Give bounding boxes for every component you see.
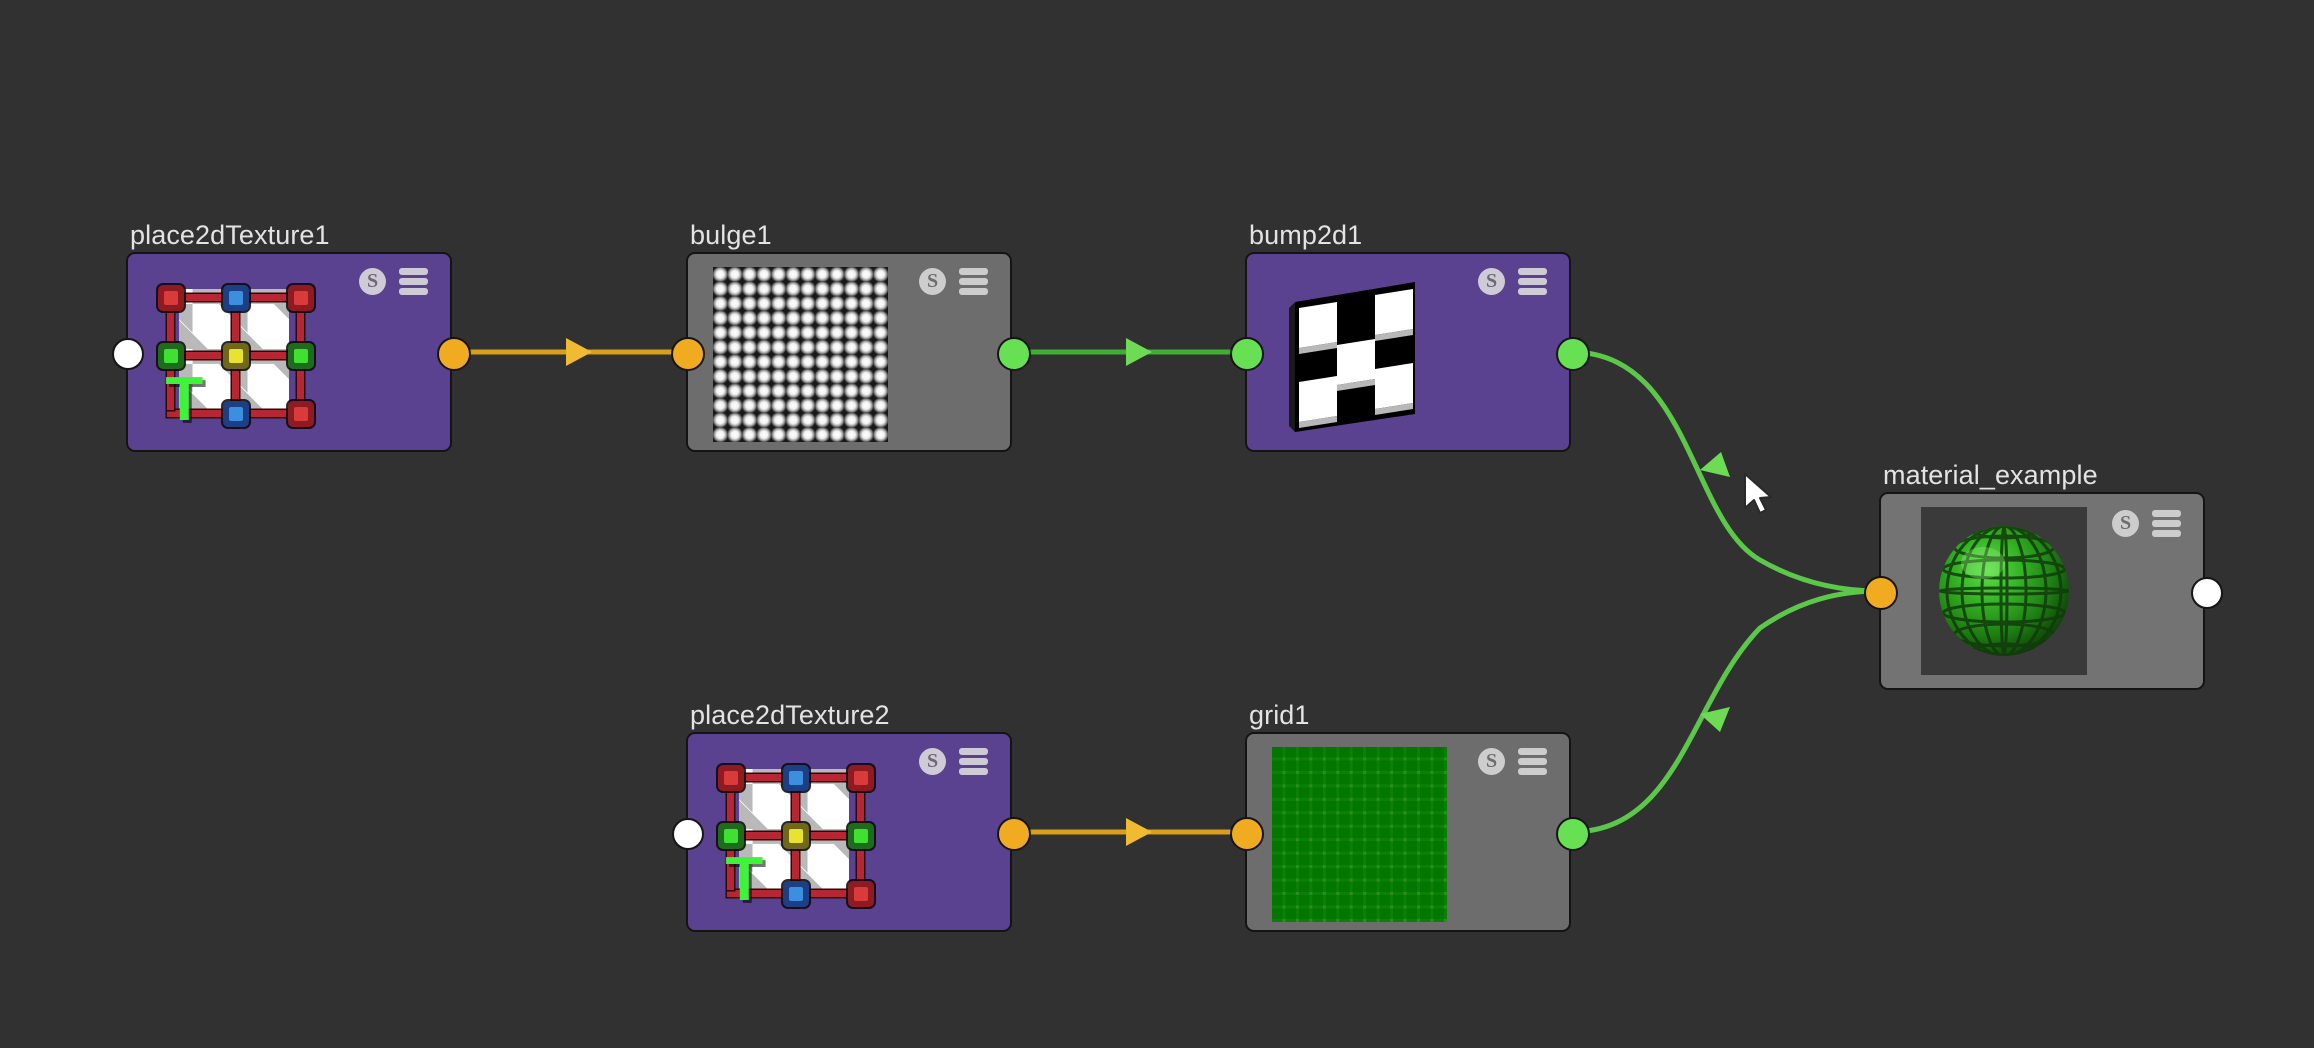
input-port[interactable] (671, 337, 705, 371)
output-port[interactable] (2191, 577, 2223, 609)
circled-s-icon[interactable]: S (919, 748, 946, 775)
hamburger-menu-icon[interactable] (1518, 268, 1547, 295)
connection-bulge1-bump2d1[interactable] (1012, 338, 1245, 366)
input-port[interactable] (1230, 817, 1264, 851)
output-port[interactable] (997, 817, 1031, 851)
circled-s-icon[interactable]: S (359, 268, 386, 295)
output-port[interactable] (1556, 817, 1590, 851)
texture-t-glyph: T (165, 365, 204, 435)
mouse-pointer-cursor (1744, 473, 1772, 514)
bulge-texture-swatch[interactable] (713, 267, 888, 442)
node-bump2d1[interactable]: bump2d1 (1230, 222, 1590, 452)
place2d-texture-icon[interactable]: T (706, 746, 882, 922)
hamburger-menu-icon[interactable] (959, 748, 988, 775)
output-port[interactable] (1556, 337, 1590, 371)
circled-s-icon[interactable]: S (919, 268, 946, 295)
connection-grid1-material_example[interactable] (1568, 588, 1882, 835)
place2d-texture-icon[interactable]: T (146, 266, 322, 442)
connection-place2dTexture1-bulge1[interactable] (452, 338, 686, 366)
hamburger-menu-icon[interactable] (1518, 748, 1547, 775)
input-port[interactable] (112, 338, 144, 370)
node-material_example[interactable]: material_example (1864, 462, 2223, 690)
output-port[interactable] (997, 337, 1031, 371)
connection-bump2d1-material_example[interactable] (1568, 349, 1882, 594)
node-title: bump2d1 (1249, 220, 1363, 250)
circled-s-icon[interactable]: S (2112, 510, 2139, 537)
node-title: place2dTexture2 (690, 700, 890, 730)
output-port[interactable] (437, 337, 471, 371)
hamburger-menu-icon[interactable] (399, 268, 428, 295)
right-arrowhead-icon (566, 338, 592, 366)
left-arrowhead-icon (1700, 707, 1730, 732)
right-arrowhead-icon (1126, 818, 1152, 846)
node-title: material_example (1883, 460, 2098, 490)
node-bulge1[interactable]: bulge1 S (671, 222, 1031, 452)
input-port[interactable] (672, 818, 704, 850)
circled-s-icon[interactable]: S (1478, 748, 1505, 775)
green-sphere-material-preview[interactable] (1921, 507, 2087, 675)
hamburger-menu-icon[interactable] (2152, 510, 2181, 537)
node-title: bulge1 (690, 220, 772, 250)
input-port[interactable] (1230, 337, 1264, 371)
node-place2dTexture1[interactable]: place2dTexture1 T S (112, 222, 471, 452)
right-arrowhead-icon (1126, 338, 1152, 366)
texture-t-glyph: T (725, 845, 764, 915)
hamburger-menu-icon[interactable] (959, 268, 988, 295)
node-grid1[interactable]: grid1 S (1230, 702, 1590, 932)
node-place2dTexture2[interactable]: place2dTexture2 T S (672, 702, 1031, 932)
node-title: grid1 (1249, 700, 1310, 730)
connection-place2dTexture2-grid1[interactable] (1012, 818, 1245, 846)
circled-s-icon[interactable]: S (1478, 268, 1505, 295)
input-port[interactable] (1864, 576, 1898, 610)
node-title: place2dTexture1 (130, 220, 330, 250)
grid-texture-swatch[interactable] (1272, 747, 1447, 922)
bump2d-checker-icon[interactable] (1267, 264, 1443, 444)
left-arrowhead-icon (1700, 452, 1730, 477)
